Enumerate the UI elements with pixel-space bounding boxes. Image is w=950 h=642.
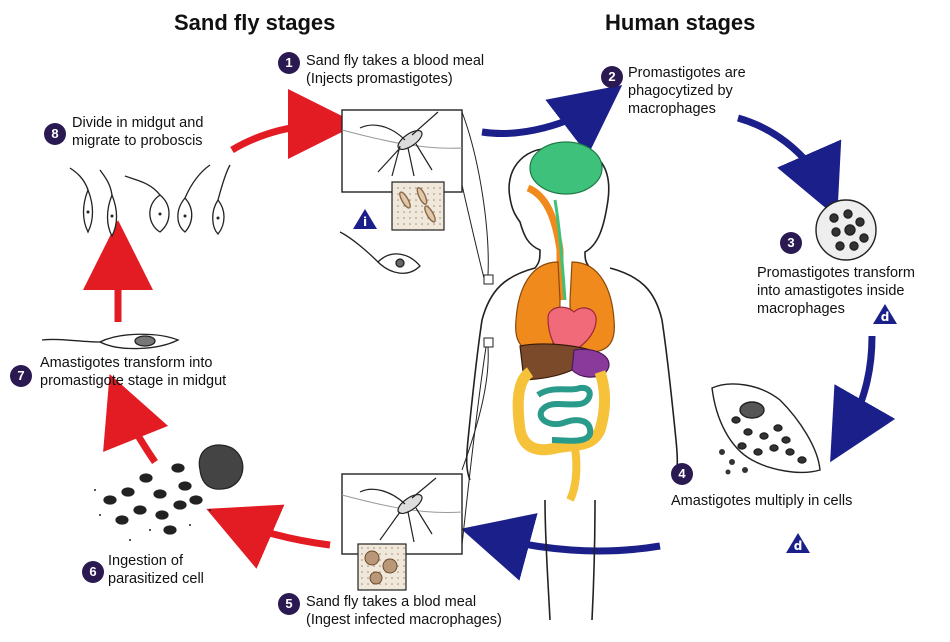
- step-4-line-1: Amastigotes multiply in cells: [671, 492, 852, 510]
- arrow-4-to-5: [488, 536, 660, 551]
- parasitized-cell: [94, 445, 243, 541]
- step-6-label: Ingestion of parasitized cell: [108, 552, 204, 588]
- step-5-label: Sand fly takes a blod meal (Ingest infec…: [306, 593, 502, 629]
- step-1-line-2: (Injects promastigotes): [306, 70, 484, 88]
- arrow-2-to-3: [738, 118, 826, 192]
- promastigote-midgut: [42, 334, 178, 348]
- step-1-badge: 1: [278, 52, 300, 74]
- step-7-line-1: Amastigotes transform into: [40, 354, 226, 372]
- infective-stage-label: i: [352, 215, 378, 229]
- step-4-badge: 4: [671, 463, 693, 485]
- arrow-6-to-7: [120, 400, 155, 462]
- step-2-line-3: macrophages: [628, 100, 746, 118]
- arrow-8-to-1: [232, 124, 330, 150]
- step-2-label: Promastigotes are phagocytized by macrop…: [628, 64, 746, 118]
- promastigotes-dividing: [70, 165, 230, 236]
- rectum: [570, 448, 576, 500]
- sand-fly-inset-bottom: [342, 474, 462, 590]
- diagnostic-stage-label-3: d: [872, 310, 898, 324]
- step-1-line-1: Sand fly takes a blood meal: [306, 52, 484, 70]
- connector-lines: [462, 112, 493, 545]
- step-5-line-1: Sand fly takes a blod meal: [306, 593, 502, 611]
- brain-organ: [530, 142, 602, 194]
- step-7-badge: 7: [10, 365, 32, 387]
- step-6-line-2: parasitized cell: [108, 570, 204, 588]
- step-8-line-2: migrate to proboscis: [72, 132, 203, 150]
- step-7-line-2: promastigote stage in midgut: [40, 372, 226, 390]
- arrow-3-to-4: [844, 336, 872, 438]
- step-2-line-2: phagocytized by: [628, 82, 746, 100]
- step-7-label: Amastigotes transform into promastigote …: [40, 354, 226, 390]
- sand-fly-stages-title: Sand fly stages: [174, 10, 335, 36]
- step-8-badge: 8: [44, 123, 66, 145]
- arrow-1-to-2: [482, 102, 600, 133]
- step-2-badge: 2: [601, 66, 623, 88]
- step-3-badge: 3: [780, 232, 802, 254]
- step-6-line-1: Ingestion of: [108, 552, 204, 570]
- amastigotes-in-cell: [712, 384, 820, 475]
- diagnostic-stage-marker-4: d: [785, 532, 811, 554]
- step-2-line-1: Promastigotes are: [628, 64, 746, 82]
- step-8-line-1: Divide in midgut and: [72, 114, 203, 132]
- diagnostic-stage-label-4: d: [785, 539, 811, 553]
- step-8-label: Divide in midgut and migrate to probosci…: [72, 114, 203, 150]
- small-intestine: [538, 388, 590, 441]
- step-3-line-2: into amastigotes inside: [757, 282, 915, 300]
- arrow-6-to-5: [232, 520, 330, 545]
- step-5-line-2: (Ingest infected macrophages): [306, 611, 502, 629]
- human-stages-title: Human stages: [605, 10, 755, 36]
- step-4-label: Amastigotes multiply in cells: [671, 492, 852, 510]
- promastigote-single: [340, 232, 420, 273]
- diagnostic-stage-marker-3: d: [872, 303, 898, 325]
- step-3-line-1: Promastigotes transform: [757, 264, 915, 282]
- step-1-label: Sand fly takes a blood meal (Injects pro…: [306, 52, 484, 88]
- infective-stage-marker: i: [352, 208, 378, 230]
- step-5-badge: 5: [278, 593, 300, 615]
- infected-macrophage: [816, 200, 876, 260]
- step-6-badge: 6: [82, 561, 104, 583]
